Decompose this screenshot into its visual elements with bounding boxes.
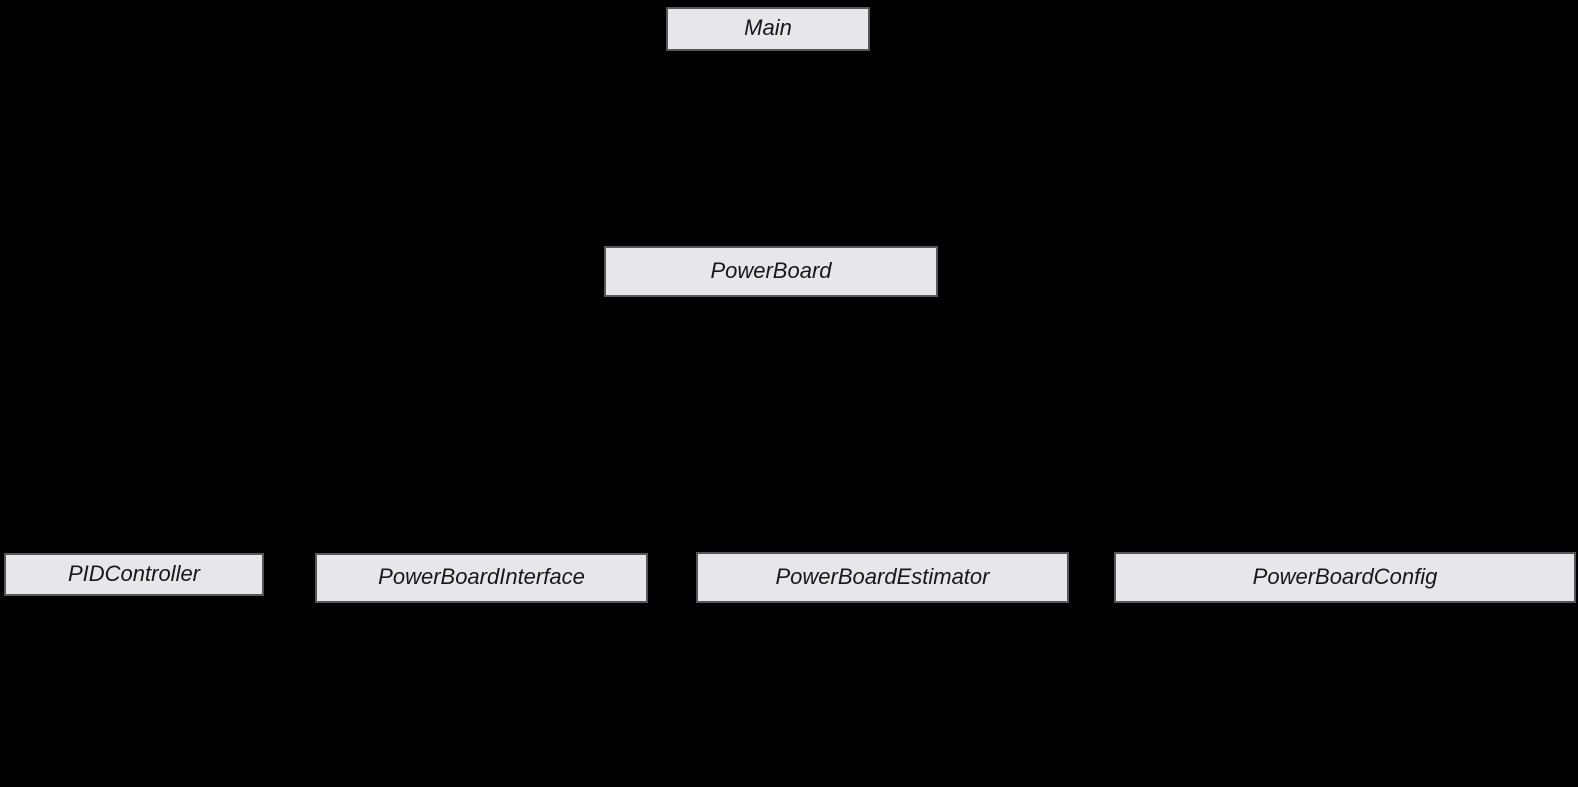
graph-node-powerboardinterface[interactable]: PowerBoardInterface — [315, 553, 648, 603]
graph-node-powerboardconfig-label: PowerBoardConfig — [1252, 563, 1438, 589]
graph-node-powerboard[interactable]: PowerBoard — [604, 246, 938, 297]
graph-node-main-label: Main — [744, 15, 792, 40]
graph-node-powerboard-label: PowerBoard — [710, 257, 832, 283]
graph-node-powerboardinterface-label: PowerBoardInterface — [378, 564, 585, 589]
graph-node-powerboardestimator-label: PowerBoardEstimator — [775, 563, 990, 589]
graph-node-pidcontroller[interactable]: PIDController — [4, 553, 264, 596]
graph-node-powerboardconfig[interactable]: PowerBoardConfig — [1114, 552, 1576, 603]
graph-node-main[interactable]: Main — [666, 7, 870, 51]
graph-node-powerboardestimator[interactable]: PowerBoardEstimator — [696, 552, 1069, 603]
graph-node-pidcontroller-label: PIDController — [67, 560, 201, 586]
